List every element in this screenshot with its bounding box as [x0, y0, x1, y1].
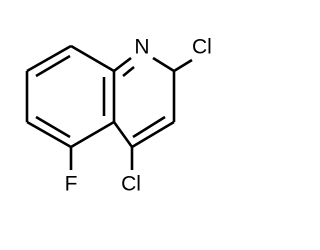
chlorine-2-label: Cl — [192, 36, 212, 59]
bond-c6-c5-outer — [26, 120, 72, 149]
bond-c8a-n1-outer — [113, 56, 132, 73]
bond-c6-c5-inner — [35, 115, 71, 139]
chlorine-4-label: Cl — [121, 173, 141, 196]
structure-diagram: N Cl Cl F — [25, 36, 212, 196]
bond-c8-c7-inner — [35, 54, 71, 78]
bond-c5-c4a — [70, 120, 115, 149]
bond-c3-c4-outer — [131, 120, 175, 149]
fluorine-5-label: F — [65, 173, 78, 196]
bond-c3-c4-inner — [132, 115, 166, 139]
bond-c2-cl — [173, 58, 193, 73]
bond-c8a-c8 — [70, 44, 115, 73]
molecule-canvas: N Cl Cl F — [25, 35, 212, 196]
bond-n1-c2 — [152, 56, 175, 73]
bond-c4-c4a — [112, 121, 134, 148]
bond-c8-c7-outer — [26, 44, 72, 73]
bond-c8a-n1-inner — [122, 65, 135, 78]
nitrogen-label: N — [134, 36, 149, 59]
